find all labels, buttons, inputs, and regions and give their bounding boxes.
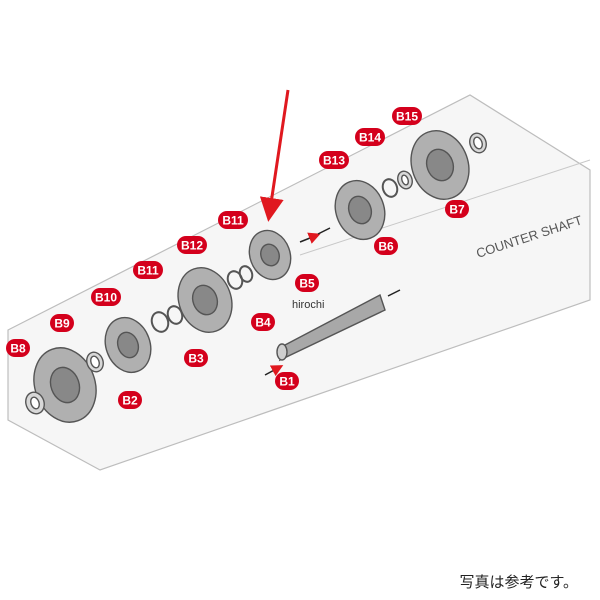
part-label-b6: B6 <box>374 237 398 255</box>
washer-b8 <box>25 391 45 415</box>
part-label-b13: B13 <box>319 151 349 169</box>
badge-text: B13 <box>323 154 345 168</box>
badge-bg <box>91 288 121 306</box>
badge-bg <box>319 151 349 169</box>
direction-arrows <box>264 227 401 377</box>
washer-b15 <box>469 132 487 154</box>
gear-b3 <box>104 316 152 374</box>
panel-divider <box>299 159 591 256</box>
part-label-b15: B15 <box>392 107 422 125</box>
part-label-b8: B8 <box>6 339 30 357</box>
badge-text: B3 <box>188 352 204 366</box>
badge-text: B11 <box>222 214 244 228</box>
washer-b14 <box>397 170 413 190</box>
ring-b13 <box>381 178 399 198</box>
badge-bg <box>295 274 319 292</box>
badge-text: B7 <box>449 203 465 217</box>
part-label-b1: B1 <box>275 372 299 390</box>
badge-bg <box>133 261 163 279</box>
badge-text: B15 <box>396 110 418 124</box>
ring-b11-right <box>238 265 254 283</box>
badge-text: B8 <box>10 342 26 356</box>
reference-caption: 写真は参考です。 <box>459 573 578 591</box>
part-label-b7: B7 <box>445 200 469 218</box>
badge-bg <box>218 211 248 229</box>
badge-bg <box>184 349 208 367</box>
part-label-b14: B14 <box>355 128 385 146</box>
gear-b4 <box>177 267 233 333</box>
gear-b7 <box>410 130 470 200</box>
badge-bg <box>118 391 142 409</box>
counter-shaft-b1 <box>276 293 386 362</box>
badge-text: B5 <box>299 277 315 291</box>
badge-bg <box>50 314 74 332</box>
badge-bg <box>275 372 299 390</box>
indicator-arrow <box>259 89 290 222</box>
part-label-b4: B4 <box>251 313 275 331</box>
badge-text: B2 <box>122 394 138 408</box>
badge-bg <box>374 237 398 255</box>
part-label-b9: B9 <box>50 314 74 332</box>
badge-text: B12 <box>181 239 203 253</box>
part-label-b2: B2 <box>118 391 142 409</box>
part-label-b11b: B11 <box>218 211 248 229</box>
washer-b9 <box>86 351 104 373</box>
badge-text: B6 <box>378 240 394 254</box>
badge-bg <box>251 313 275 331</box>
badge-text: B11 <box>137 264 159 278</box>
badge-text: B4 <box>255 316 271 330</box>
badge-text: B1 <box>279 375 295 389</box>
part-label-b10: B10 <box>91 288 121 306</box>
badge-bg <box>392 107 422 125</box>
badge-bg <box>355 128 385 146</box>
part-label-b5: B5 <box>295 274 319 292</box>
gear-b5 <box>248 229 292 281</box>
ring-b10 <box>150 311 170 333</box>
badge-text: B9 <box>54 317 70 331</box>
badge-bg <box>177 236 207 254</box>
part-label-b3: B3 <box>184 349 208 367</box>
badge-bg <box>445 200 469 218</box>
gear-b2 <box>33 347 97 423</box>
gear-b6 <box>334 179 386 241</box>
badge-bg <box>6 339 30 357</box>
badge-text: B10 <box>95 291 117 305</box>
part-label-b12: B12 <box>177 236 207 254</box>
watermark: hirochi <box>292 299 324 311</box>
part-label-b11a: B11 <box>133 261 163 279</box>
badge-text: B14 <box>359 131 381 145</box>
